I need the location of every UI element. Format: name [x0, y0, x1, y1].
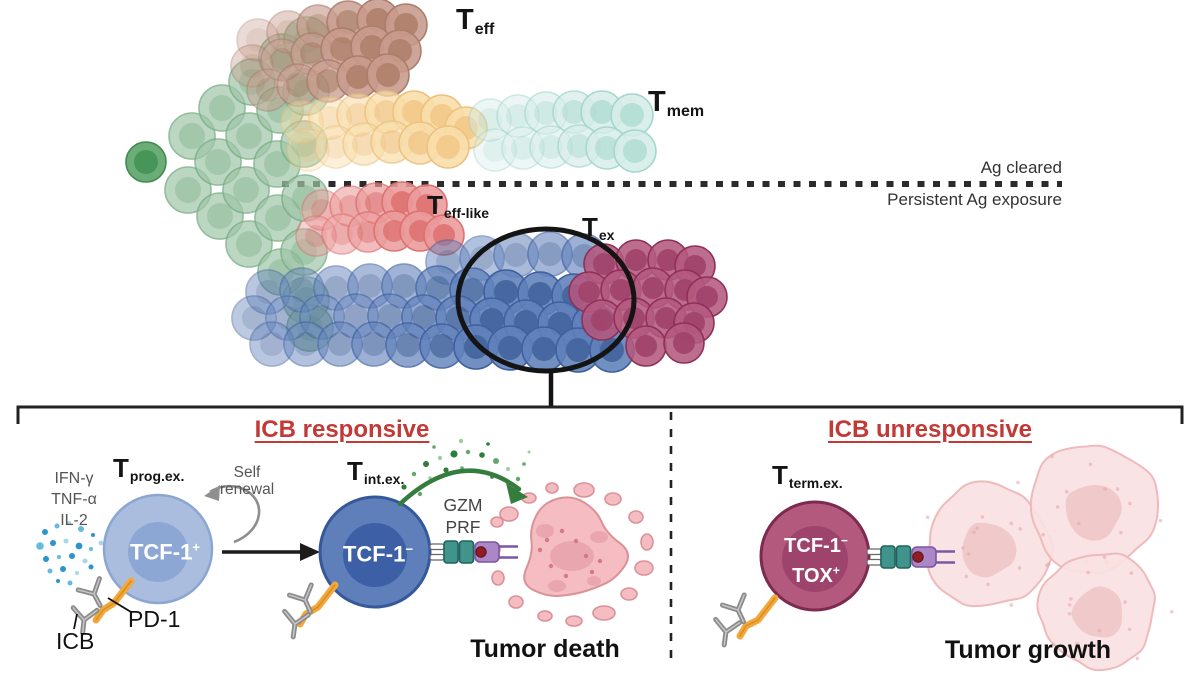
icb-responsive-title: ICB responsive — [254, 416, 430, 443]
tcr-mhc-complexes — [429, 540, 955, 569]
tnf-alpha-label: TNF-α — [51, 491, 97, 508]
t-eff-label: Teff — [456, 4, 495, 38]
tumor-cell — [925, 480, 1057, 608]
tmem-yellow-cells — [280, 90, 488, 172]
panel-bracket — [16, 405, 1184, 424]
differentiation-tree — [125, 0, 728, 373]
tcr-mhc-complex — [866, 545, 955, 569]
tumor-cell — [1036, 552, 1174, 672]
pd1-pointer-line — [107, 597, 132, 613]
icb-pointer-line — [73, 613, 78, 630]
antibody-icon — [719, 592, 747, 625]
pd1-label: PD-1 — [128, 606, 181, 632]
tex-highlight-circle — [455, 226, 637, 374]
cytokine-labels: IFN-γ TNF-α IL-2 — [51, 468, 97, 531]
antibody-icon — [286, 582, 314, 615]
t-prog-ex-cell — [102, 493, 214, 605]
antibody-icon — [70, 605, 100, 636]
antibody-icon — [282, 608, 311, 640]
icb-label: ICB — [56, 628, 95, 654]
self-renewal-label: Self renewal — [219, 464, 275, 498]
t-ex-label: Tex — [582, 212, 615, 243]
t-term-ex-label: Tterm.ex. — [772, 460, 843, 491]
t-int-ex-cell — [318, 495, 432, 609]
stem-cell — [125, 141, 167, 183]
gzm-prf-label: GZM PRF — [443, 495, 483, 537]
growing-tumor-cells — [925, 444, 1174, 672]
pd1-receptor-edge — [95, 580, 132, 621]
differentiation-arrowhead — [300, 543, 320, 561]
ag-cleared-label: Ag cleared — [980, 158, 1062, 177]
teff-brown-cells — [230, 0, 428, 112]
ifn-gamma-label: IFN-γ — [54, 470, 94, 487]
il2-label: IL-2 — [60, 512, 88, 529]
icb-pd1-group — [713, 592, 779, 648]
tcr-mhc-complex — [429, 540, 518, 564]
teff-like-red-cells — [295, 181, 465, 257]
tcf1-positive-label: TCF-1+ — [129, 539, 201, 565]
t-prog-ex-label: Tprog.ex. — [113, 453, 185, 484]
self-renewal-arrow — [209, 484, 261, 544]
tex-maroon-cells — [568, 239, 728, 367]
icb-pd1-group — [282, 581, 339, 640]
panel-t-cells — [102, 493, 871, 612]
tumor-cell — [1018, 444, 1163, 574]
tmem-teal-cells — [468, 90, 657, 173]
tumor-growth-label: Tumor growth — [944, 636, 1112, 664]
t-term-ex-cell — [759, 500, 871, 612]
cytokine-dots — [36, 521, 104, 586]
icb-pd1-group — [70, 576, 135, 636]
persistent-ag-label: Persistent Ag exposure — [887, 190, 1062, 209]
t-mem-label: Tmem — [648, 86, 705, 120]
granzyme-secretion-dots — [401, 438, 531, 497]
dying-tumor-cell — [487, 482, 654, 627]
pd1-receptor-edge — [739, 597, 776, 637]
tcf1-tox-label: TCF-1− TOX+ — [784, 533, 848, 587]
icb-antibodies — [70, 576, 779, 648]
tumor-death-label: Tumor death — [470, 635, 620, 663]
antibody-icon — [713, 616, 742, 648]
granzyme-arrowhead — [506, 483, 528, 504]
antibody-icon — [75, 576, 103, 608]
self-renewal-arrowhead — [204, 485, 220, 501]
tcf1-negative-label: TCF-1− — [342, 541, 414, 567]
granzyme-arrow — [397, 468, 522, 507]
icb-unresponsive-title: ICB unresponsive — [827, 416, 1033, 443]
t-eff-like-label: Teff-like — [427, 190, 490, 221]
t-int-ex-label: Tint.ex. — [347, 456, 405, 487]
